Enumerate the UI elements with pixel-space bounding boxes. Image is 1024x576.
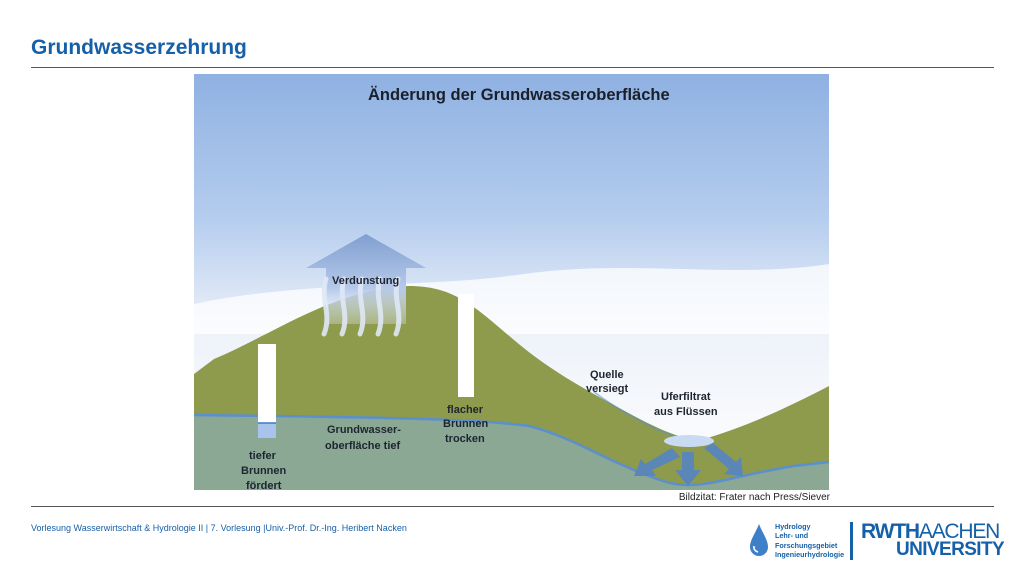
label-groundwater-1: Grundwasser- <box>327 424 401 436</box>
rwth-wordmark: RWTH <box>861 520 920 543</box>
water-drop-icon <box>750 524 768 556</box>
rwth-logo: RWTHAACHEN UNIVERSITY <box>850 520 1005 562</box>
label-groundwater-2: oberfläche tief <box>325 440 401 452</box>
footer-lecture-info: Vorlesung Wasserwirtschaft & Hydrologie … <box>31 523 407 533</box>
groundwater-diagram: Änderung der Grundwasseroberfläche Verdu… <box>194 74 829 490</box>
infiltration-arrows <box>634 443 743 486</box>
slide-title: Grundwasserzehrung <box>31 36 247 59</box>
title-divider <box>31 67 994 68</box>
label-spring-2: versiegt <box>586 383 629 395</box>
label-shallow-well-2: Brunnen <box>443 418 489 430</box>
aachen-wordmark: AACHEN <box>918 520 1001 543</box>
footer-divider <box>31 506 994 507</box>
diagram-heading: Änderung der Grundwasseroberfläche <box>368 86 670 104</box>
spring-seep-line <box>593 391 675 437</box>
hydrology-logo: Hydrology Lehr- und Forschungsgebiet Ing… <box>745 520 845 564</box>
evaporation-arrow <box>306 234 426 337</box>
hydro-logo-line: Lehr- und <box>775 531 809 541</box>
hydro-logo-line: Hydrology <box>775 522 811 531</box>
label-deep-well-3: fördert <box>246 480 282 490</box>
hydro-logo-line: Ingenieurhydrologie <box>775 549 845 559</box>
label-deep-well-1: tiefer <box>249 450 277 462</box>
label-shallow-well-3: trocken <box>445 433 485 445</box>
label-spring-1: Quelle <box>590 369 624 381</box>
river <box>664 435 714 447</box>
logo-divider <box>850 522 853 560</box>
deep-well-shaft <box>258 344 276 438</box>
image-credit: Bildzitat: Frater nach Press/Siever <box>678 492 830 503</box>
hydro-logo-line: Forschungsgebiet <box>775 540 838 550</box>
groundwater-zone <box>194 415 829 490</box>
shallow-well-shaft <box>458 294 474 397</box>
label-bank-filtrate-2: aus Flüssen <box>654 406 718 418</box>
deep-well-water <box>258 423 276 438</box>
label-deep-well-2: Brunnen <box>241 465 287 477</box>
label-bank-filtrate-1: Uferfiltrat <box>661 391 711 403</box>
label-shallow-well-1: flacher <box>447 404 484 416</box>
university-wordmark: UNIVERSITY <box>896 539 1005 560</box>
label-evaporation: Verdunstung <box>332 275 399 287</box>
water-table-line <box>194 413 829 487</box>
